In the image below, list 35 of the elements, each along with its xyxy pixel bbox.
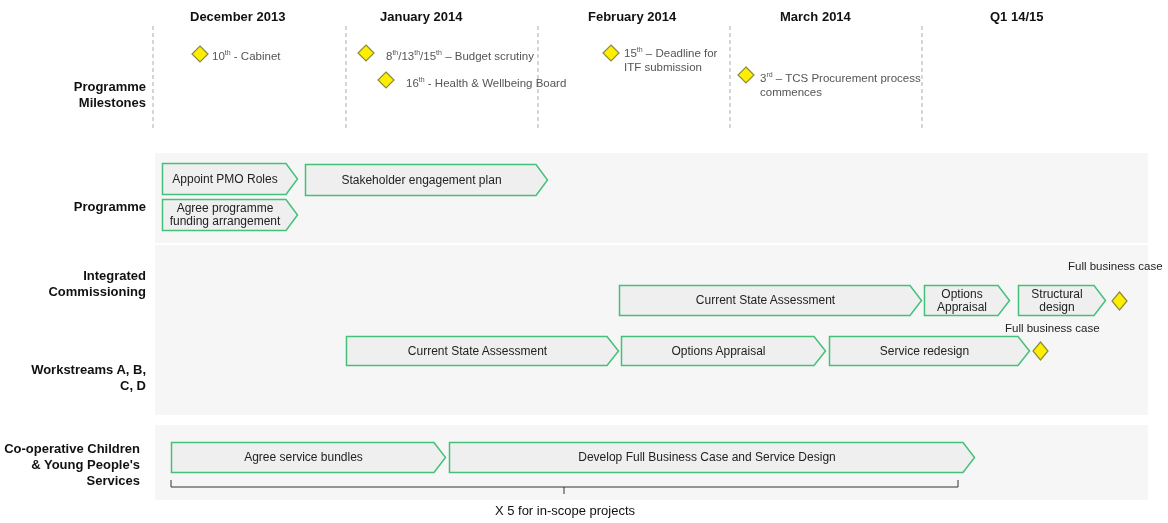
row-label: Workstreams A, B, C, D <box>30 362 146 394</box>
period-heading: February 2014 <box>588 9 678 25</box>
task-bar: Agree programme funding arrangement <box>162 199 298 231</box>
milestone-text: 15$^{th}$ – Deadline for ITF submission <box>624 45 719 74</box>
period-heading: March 2014 <box>780 9 852 25</box>
row-label: Programme <box>72 199 146 215</box>
task-bar: Stakeholder engagement plan <box>305 164 548 196</box>
task-bar: Develop Full Business Case and Service Design <box>449 442 975 473</box>
milestone-diamond <box>192 46 208 62</box>
task-bar: Structural design <box>1018 285 1106 316</box>
milestone-text: 3$^{rd}$ – TCS Procurement process commences <box>760 70 922 99</box>
milestone-diamond <box>603 45 619 61</box>
row-label: Integrated Commissioning <box>47 268 146 300</box>
period-heading: January 2014 <box>380 9 464 25</box>
note: X 5 for in-scope projects <box>493 503 637 519</box>
row-label: Co-operative Children & Young People's Services <box>3 441 140 489</box>
task-bar: Agree service bundles <box>171 442 446 473</box>
task-bar: Options Appraisal <box>924 285 1010 316</box>
milestone-text: Full business case <box>1068 259 1164 273</box>
task-bar: Appoint PMO Roles <box>162 163 298 195</box>
row-label: Programme Milestones <box>72 79 146 111</box>
period-heading: Q1 14/15 <box>990 9 1045 25</box>
milestone-text: 8$^{th}$/13$^{th}$/15$^{th}$ – Budget scrutiny <box>386 48 535 63</box>
milestone-diamond <box>1112 292 1127 310</box>
milestone-diamond <box>378 72 394 88</box>
milestone-diamond <box>358 45 374 61</box>
task-bar: Options Appraisal <box>621 336 826 366</box>
task-bar: Service redesign <box>829 336 1030 366</box>
task-bar: Current State Assessment <box>346 336 619 366</box>
milestone-diamond <box>1033 342 1048 360</box>
milestone-text: Full business case <box>1005 321 1101 335</box>
milestone-text: 16$^{th}$ - Health & Wellbeing Board <box>406 75 568 90</box>
milestone-text: 10$^{th}$ - Cabinet <box>212 48 282 63</box>
milestone-diamond <box>738 67 754 83</box>
period-heading: December 2013 <box>190 9 287 25</box>
